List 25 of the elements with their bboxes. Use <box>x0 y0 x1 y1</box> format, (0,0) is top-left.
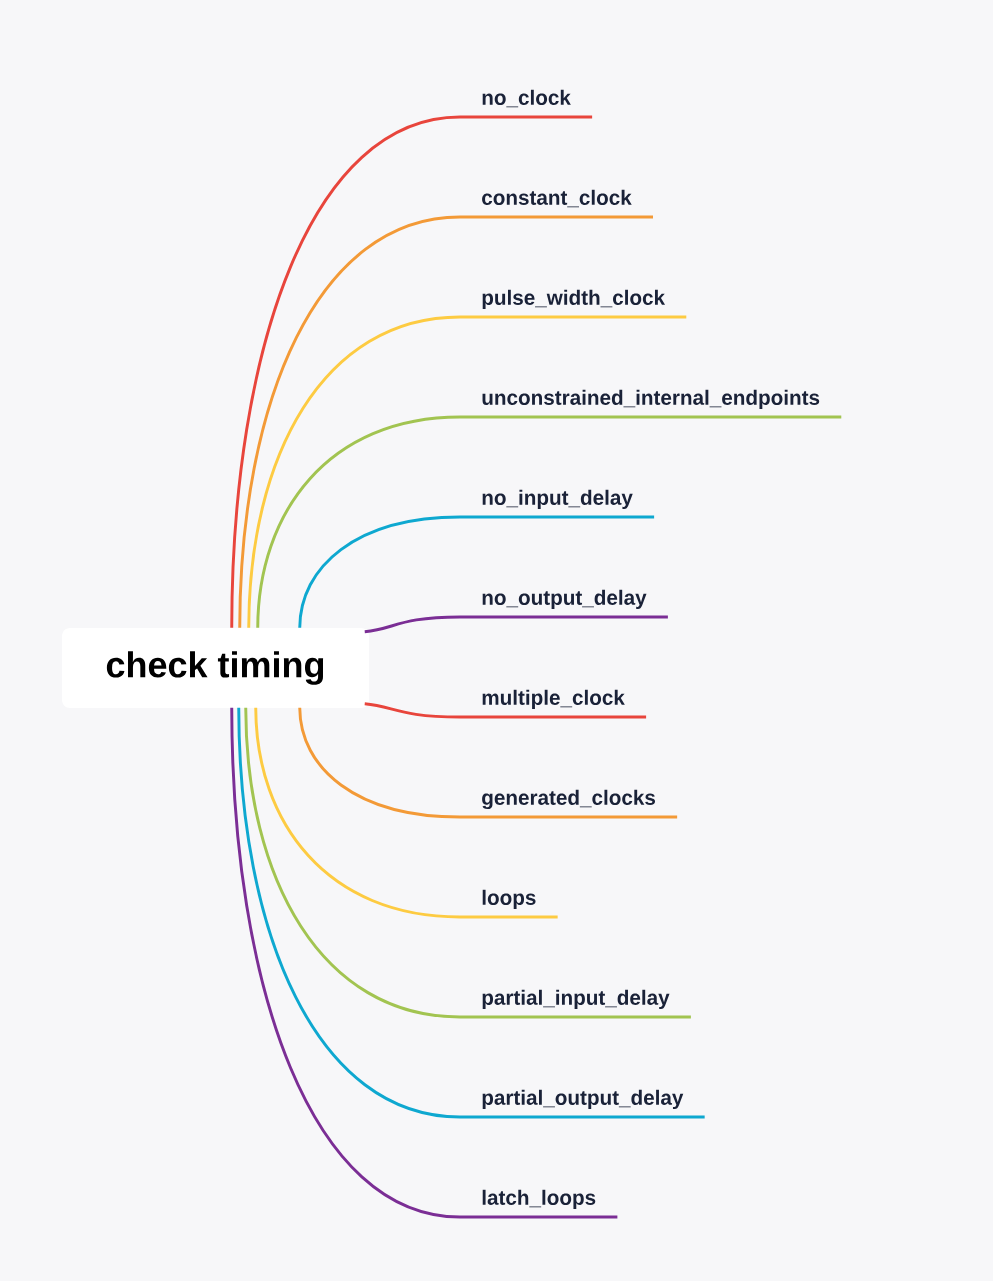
topic-label: no_output_delay <box>482 589 647 610</box>
topic-label: unconstrained_internal_endpoints <box>482 389 820 410</box>
branch-line <box>298 707 678 819</box>
branch-line <box>364 615 668 634</box>
topic-label: multiple_clock <box>482 689 625 710</box>
branch-line <box>230 115 593 628</box>
branch-line <box>254 707 558 919</box>
branch-line <box>230 707 618 1219</box>
topic-label: partial_input_delay <box>482 989 670 1010</box>
topic-label: latch_loops <box>482 1189 596 1210</box>
topic-label: constant_clock <box>482 189 632 208</box>
topic-label: no_input_delay <box>482 489 633 510</box>
branch-line <box>364 702 647 719</box>
central-topic-box: check timing <box>62 628 369 708</box>
branch-line <box>256 415 842 628</box>
branch-line <box>298 515 655 628</box>
topic-label: no_clock <box>482 89 571 108</box>
branch-line <box>247 315 687 628</box>
branch-line <box>237 707 705 1119</box>
topic-label: generated_clocks <box>482 789 655 810</box>
branch-line <box>238 215 653 628</box>
topic-label: loops <box>482 889 536 910</box>
topic-label: partial_output_delay <box>482 1089 684 1110</box>
branch-line <box>244 707 691 1019</box>
topic-label: pulse_width_clock <box>482 289 666 309</box>
